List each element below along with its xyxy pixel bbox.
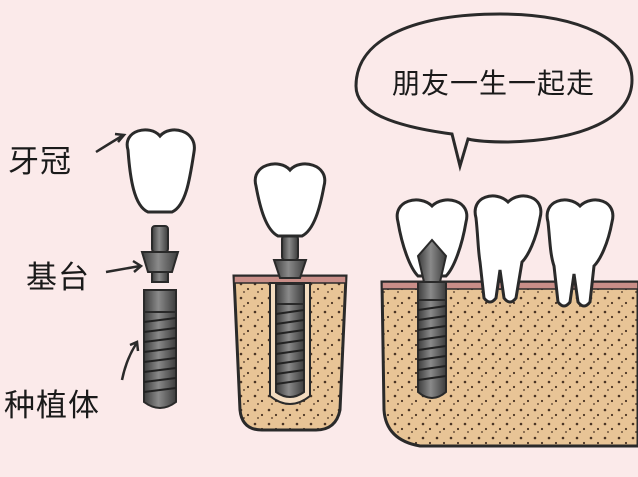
implant-crown-3 — [395, 198, 469, 278]
speech-bubble-text: 朋友一生一起走 — [392, 67, 596, 100]
stage-assembled — [232, 162, 348, 432]
abutment-label: 基台 — [26, 260, 90, 296]
crown-label: 牙冠 — [8, 144, 72, 180]
crown-tooth-2 — [253, 162, 327, 238]
abutment-part — [140, 225, 180, 283]
implant-screw-3 — [417, 281, 447, 399]
natural-tooth-1 — [473, 194, 543, 304]
crown-arrow — [95, 134, 123, 154]
abutment-arrow — [105, 264, 141, 274]
crown-tooth — [125, 128, 196, 214]
natural-tooth-2 — [545, 198, 615, 308]
speech-bubble — [354, 12, 634, 172]
stage-components — [95, 128, 196, 409]
implant-label: 种植体 — [4, 388, 100, 424]
stage-final — [380, 194, 638, 448]
implant-arrow — [120, 343, 138, 381]
implant-screw-2 — [275, 283, 305, 398]
implant-screw — [143, 289, 177, 409]
abutment-2 — [272, 235, 308, 279]
